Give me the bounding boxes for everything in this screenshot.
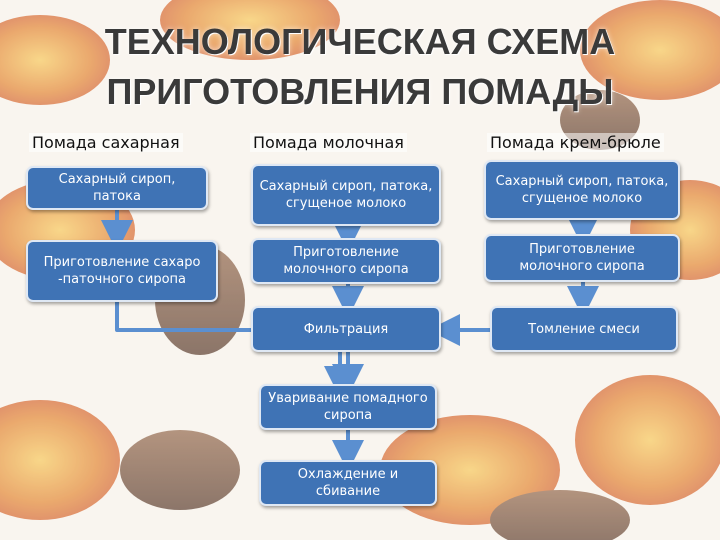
diagram-title-line1: ТЕХНОЛОГИЧЕСКАЯ СХЕМА — [104, 21, 616, 62]
node-filtration: Фильтрация — [251, 306, 441, 352]
node-boiling: Уваривание помадного сиропа — [259, 384, 437, 430]
node-milk-prep: Приготовление молочного сиропа — [251, 238, 441, 284]
node-creme-prep: Приготовление молочного сиропа — [484, 234, 680, 282]
column-header-sugar: Помада сахарная — [29, 133, 183, 152]
column-header-creme: Помада крем-брюле — [487, 133, 664, 152]
node-creme-syrup: Сахарный сироп, патока, сгущеное молоко — [484, 160, 680, 220]
column-header-milk: Помада молочная — [250, 133, 407, 152]
node-creme-stew: Томление смеси — [490, 306, 678, 352]
node-sugar-syrup: Сахарный сироп, патока — [26, 166, 208, 210]
node-milk-syrup: Сахарный сироп, патока, сгущеное молоко — [251, 164, 441, 226]
node-cooling: Охлаждение и сбивание — [259, 460, 437, 506]
node-sugar-prep: Приготовление сахаро -паточного сиропа — [26, 240, 218, 302]
diagram-title-line2: ПРИГОТОВЛЕНИЯ ПОМАДЫ — [106, 71, 614, 112]
